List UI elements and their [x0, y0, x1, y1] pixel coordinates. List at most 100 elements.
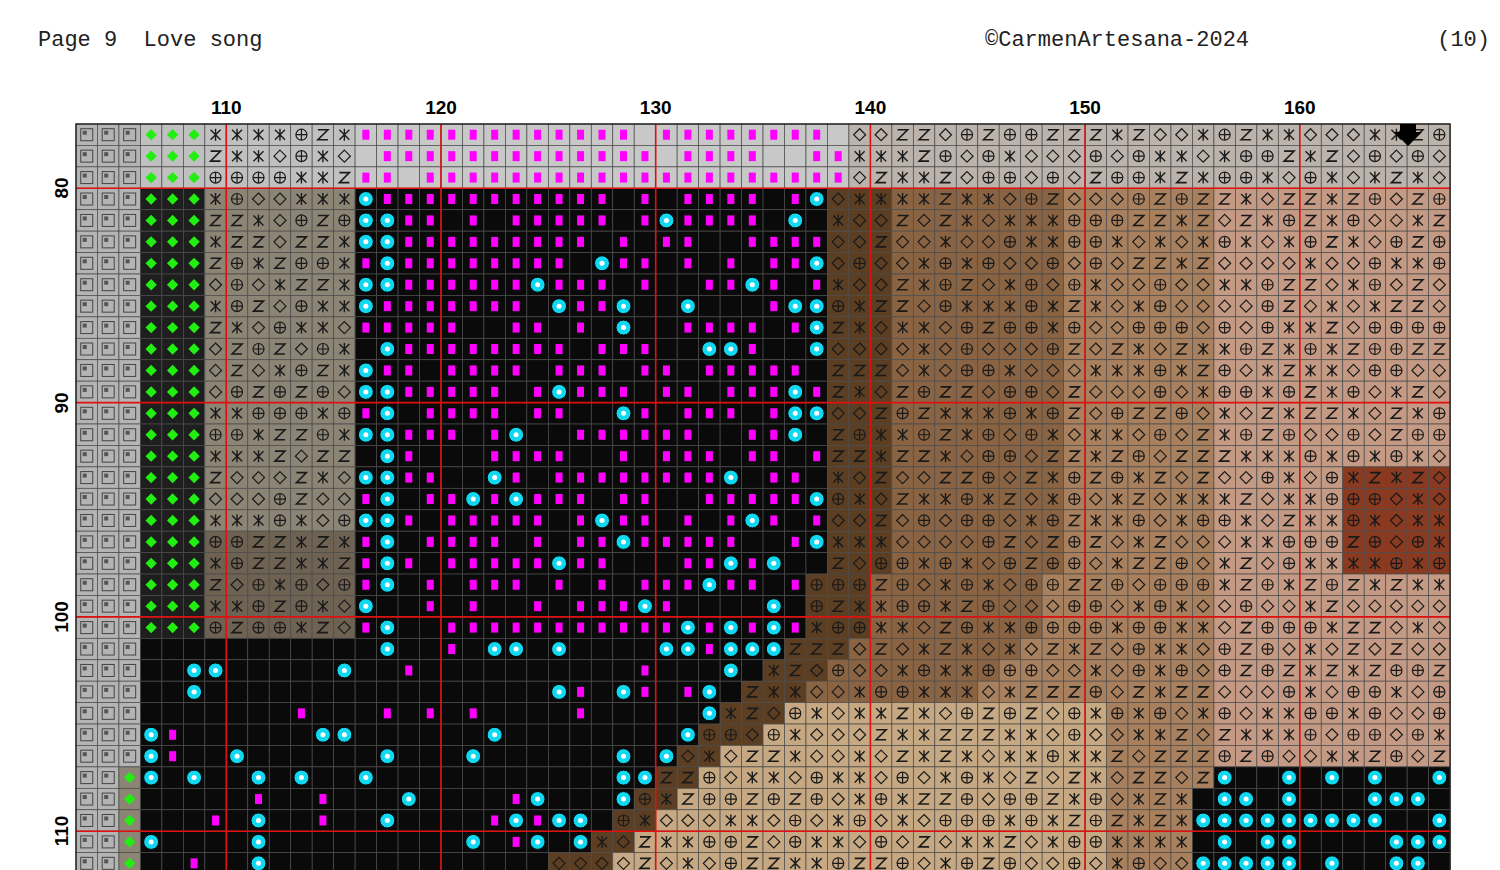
- stitch-symbol: [513, 215, 520, 225]
- stitch-symbol: [126, 388, 130, 392]
- stitch-symbol: [491, 387, 498, 397]
- stitch-symbol: [513, 194, 520, 204]
- stitch-symbol: [385, 347, 390, 352]
- stitch-symbol: [513, 323, 520, 333]
- stitch-symbol: [813, 173, 820, 183]
- stitch-symbol: [363, 304, 368, 309]
- chart-cell: [1042, 145, 1063, 166]
- stitch-symbol: [427, 194, 434, 204]
- chart-cell: [634, 317, 655, 338]
- chart-cell: [935, 317, 956, 338]
- chart-cell: [570, 253, 591, 274]
- stitch-symbol: [126, 195, 130, 199]
- stitch-symbol: [814, 347, 819, 352]
- stitch-symbol: [83, 324, 87, 328]
- stitch-symbol: [405, 301, 412, 311]
- chart-cell: [1386, 210, 1407, 231]
- chart-cell: [634, 231, 655, 252]
- stitch-symbol: [104, 345, 108, 349]
- chart-cell: [1429, 360, 1450, 381]
- chart-cell: [355, 145, 376, 166]
- chart-cell: [248, 317, 269, 338]
- chart-cell: [720, 295, 741, 316]
- stitch-symbol: [749, 344, 756, 354]
- stitch-symbol: [749, 237, 756, 247]
- stitch-symbol: [363, 389, 368, 394]
- stitch-symbol: [405, 344, 412, 354]
- stitch-symbol: [813, 387, 820, 397]
- stitch-symbol: [491, 344, 498, 354]
- stitch-symbol: [727, 173, 734, 183]
- stitch-symbol: [83, 259, 87, 263]
- stitch-symbol: [684, 323, 691, 333]
- chart-cell: [1321, 124, 1342, 145]
- stitch-symbol: [727, 151, 734, 161]
- stitch-symbol: [491, 258, 498, 268]
- stitch-symbol: [448, 408, 455, 418]
- stitch-symbol: [706, 280, 713, 290]
- stitch-symbol: [749, 387, 756, 397]
- chart-cell: [613, 274, 634, 295]
- chart-cell: [1364, 403, 1385, 424]
- stitch-symbol: [749, 323, 756, 333]
- chart-cell: [205, 381, 226, 402]
- stitch-symbol: [793, 389, 798, 394]
- chart-cell: [956, 231, 977, 252]
- stitch-symbol: [384, 173, 391, 183]
- stitch-symbol: [556, 258, 563, 268]
- stitch-symbol: [405, 215, 412, 225]
- stitch-symbol: [557, 304, 562, 309]
- stitch-symbol: [405, 237, 412, 247]
- stitch-symbol: [577, 215, 584, 225]
- chart-cell: [1171, 124, 1192, 145]
- stitch-symbol: [684, 408, 691, 418]
- chart-cell: [1107, 253, 1128, 274]
- stitch-symbol: [470, 194, 477, 204]
- chart-cell: [849, 231, 870, 252]
- stitch-symbol: [491, 194, 498, 204]
- chart-cell: [1407, 360, 1428, 381]
- stitch-symbol: [620, 151, 627, 161]
- chart-cell: [656, 145, 677, 166]
- stitch-symbol: [684, 173, 691, 183]
- stitch-symbol: [727, 365, 734, 375]
- stitch-symbol: [363, 368, 368, 373]
- stitch-symbol: [663, 130, 670, 140]
- chart-cell: [269, 231, 290, 252]
- stitch-symbol: [405, 387, 412, 397]
- stitch-symbol: [599, 130, 606, 140]
- chart-cell: [97, 167, 118, 188]
- stitch-symbol: [448, 151, 455, 161]
- stitch-symbol: [385, 239, 390, 244]
- stitch-symbol: [427, 344, 434, 354]
- stitch-symbol: [728, 347, 733, 352]
- stitch-symbol: [727, 130, 734, 140]
- stitch-symbol: [104, 281, 108, 285]
- chart-cell: [656, 295, 677, 316]
- stitch-symbol: [534, 237, 541, 247]
- chart-cell: [1192, 317, 1213, 338]
- stitch-symbol: [126, 409, 130, 413]
- stitch-symbol: [491, 173, 498, 183]
- chart-cell: [1171, 295, 1192, 316]
- stitch-symbol: [470, 408, 477, 418]
- chart-cell: [334, 317, 355, 338]
- chart-cell: [1107, 188, 1128, 209]
- stitch-symbol: [362, 130, 369, 140]
- stitch-symbol: [620, 173, 627, 183]
- stitch-symbol: [126, 259, 130, 263]
- stitch-symbol: [126, 152, 130, 156]
- stitch-symbol: [556, 280, 563, 290]
- chart-cell: [763, 317, 784, 338]
- stitch-symbol: [706, 194, 713, 204]
- chart-cell: [420, 360, 441, 381]
- stitch-symbol: [706, 151, 713, 161]
- stitch-symbol: [599, 344, 606, 354]
- stitch-symbol: [556, 130, 563, 140]
- chart-cell: [398, 167, 419, 188]
- stitch-symbol: [707, 347, 712, 352]
- chart-cell: [1042, 381, 1063, 402]
- chart-cell: [849, 403, 870, 424]
- stitch-symbol: [448, 173, 455, 183]
- stitch-symbol: [126, 216, 130, 220]
